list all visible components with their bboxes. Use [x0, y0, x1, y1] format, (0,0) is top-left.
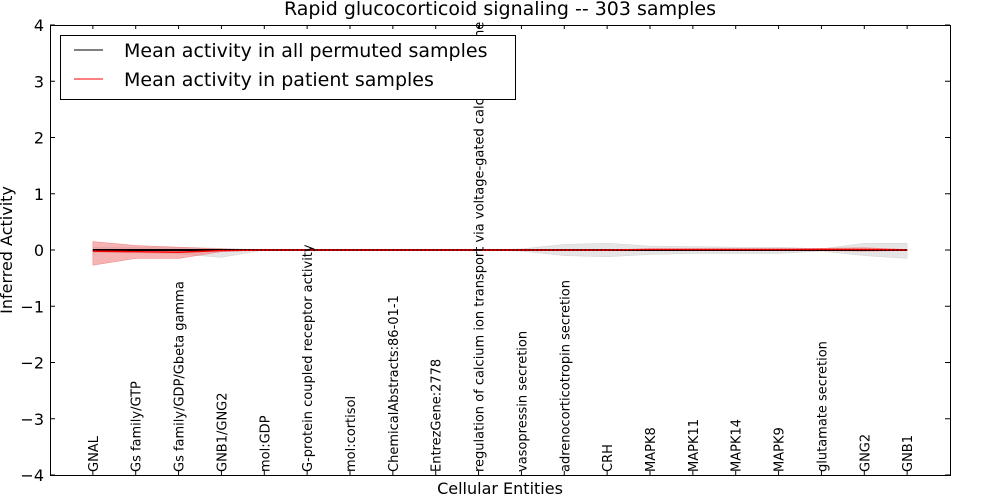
x-tick-label: Gs family/GDP/Gbeta gamma — [173, 281, 188, 472]
x-tick-label: ChemicalAbstracts:86-01-1 — [387, 295, 402, 472]
y-axis-label: Inferred Activity — [0, 186, 16, 314]
y-tick-label: −2 — [20, 354, 44, 373]
legend-label-permuted: Mean activity in all permuted samples — [124, 40, 487, 62]
series-line-patient — [92, 248, 908, 254]
y-tick-label: −1 — [20, 297, 44, 316]
legend-label-patient: Mean activity in patient samples — [124, 69, 434, 91]
x-tick-label: MAPK14 — [730, 419, 745, 472]
x-tick-label: GNB1/GNG2 — [215, 392, 230, 472]
y-tick-label: −4 — [20, 466, 44, 485]
x-tick-label: MAPK9 — [773, 427, 788, 472]
x-tick-label: MAPK8 — [644, 427, 659, 472]
x-tick-label: GNB1 — [901, 435, 916, 472]
x-tick-label: Gs family/GTP — [130, 381, 145, 472]
x-tick-label: regulation of calcium ion transport via … — [473, 0, 488, 472]
x-tick-label: CRH — [601, 444, 616, 472]
x-tick-label: adrenocorticotropin secretion — [558, 280, 573, 472]
y-tick-label: 3 — [34, 72, 44, 91]
x-tick-label: vasopressin secretion — [515, 331, 530, 472]
y-tick-label: 2 — [34, 129, 44, 148]
x-tick-label: MAPK11 — [687, 419, 702, 472]
x-tick-label: mol:GDP — [258, 415, 273, 472]
y-tick-label: 4 — [34, 16, 44, 35]
x-tick-label: glutamate secretion — [815, 341, 830, 472]
x-axis-label: Cellular Entities — [437, 479, 563, 498]
y-tick-label: 0 — [34, 241, 44, 260]
title-bg — [260, 0, 740, 22]
x-tick-label: mol:cortisol — [344, 396, 359, 472]
x-tick-label: G-protein coupled receptor activity — [301, 244, 316, 472]
x-tick-label: GNG2 — [858, 434, 873, 472]
legend: Mean activity in all permuted samples Me… — [60, 35, 516, 100]
legend-box — [60, 35, 516, 100]
chart-title: Rapid glucocorticoid signaling -- 303 sa… — [284, 0, 716, 20]
x-tick-label: EntrezGene:2778 — [430, 359, 445, 472]
x-tick-label: GNAL — [87, 435, 102, 472]
y-tick-label: 1 — [34, 185, 44, 204]
y-tick-label: −3 — [20, 410, 44, 429]
